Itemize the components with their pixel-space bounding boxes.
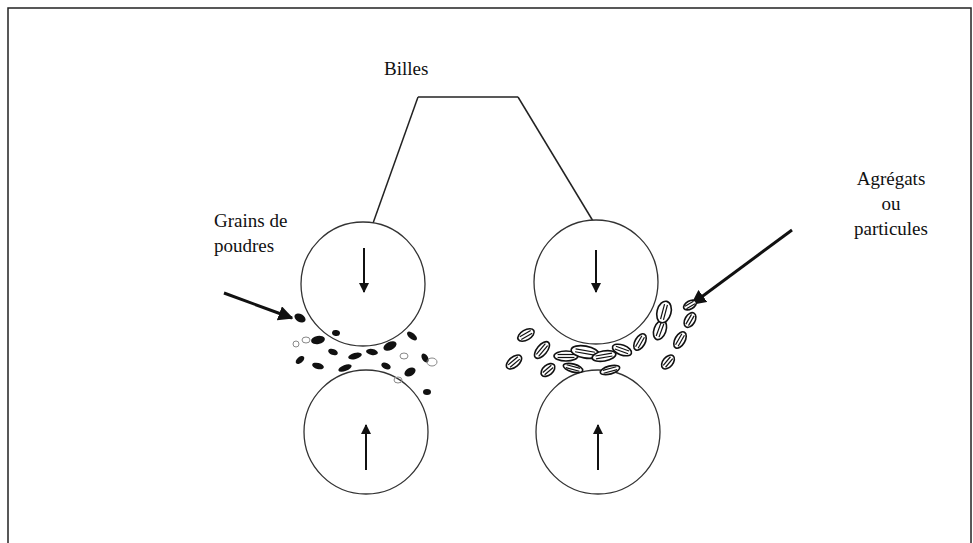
leader-lines xyxy=(372,97,596,226)
powder-grain xyxy=(293,341,299,347)
powder-grain xyxy=(382,339,398,352)
aggregate xyxy=(539,361,558,379)
powder-grain xyxy=(293,312,307,325)
powder-grain xyxy=(294,354,306,365)
aggregate xyxy=(516,326,537,344)
aggregates xyxy=(504,298,698,379)
powder-grain xyxy=(405,330,418,342)
powder-grain xyxy=(332,329,341,336)
powder-grain xyxy=(420,352,430,364)
powder-grain xyxy=(423,389,431,395)
callout-arrows xyxy=(224,230,792,318)
aggregate xyxy=(682,311,699,330)
powder-grain xyxy=(327,347,338,356)
aggregate xyxy=(599,364,620,377)
aggregate-label: Agrégats ou particules xyxy=(846,166,936,241)
powder-grain xyxy=(403,366,417,379)
powder-grain xyxy=(400,353,408,359)
aggregate xyxy=(682,298,698,312)
frame xyxy=(8,8,971,543)
powder-grain xyxy=(337,363,352,373)
powder-grain xyxy=(394,377,402,383)
force-arrows xyxy=(364,248,598,470)
aggregate xyxy=(659,353,677,372)
powder-grains xyxy=(293,312,437,395)
powder-grain xyxy=(302,337,310,343)
powder-grain xyxy=(427,358,437,366)
balls xyxy=(301,220,660,494)
aggregate xyxy=(591,349,616,363)
powder-grain xyxy=(310,335,325,345)
aggregate xyxy=(532,339,553,361)
powder-grain xyxy=(347,351,362,360)
aggregate xyxy=(654,300,673,325)
aggregate xyxy=(611,342,633,358)
powder-grain xyxy=(366,348,379,356)
powder-label: Grains de poudres xyxy=(214,208,306,258)
aggregate xyxy=(631,332,649,353)
aggregate xyxy=(671,330,689,351)
aggregate xyxy=(562,362,583,375)
aggregate xyxy=(504,352,524,371)
powder-grain xyxy=(380,361,392,371)
powder-grain xyxy=(311,362,324,371)
ball-label: Billes xyxy=(384,56,428,81)
